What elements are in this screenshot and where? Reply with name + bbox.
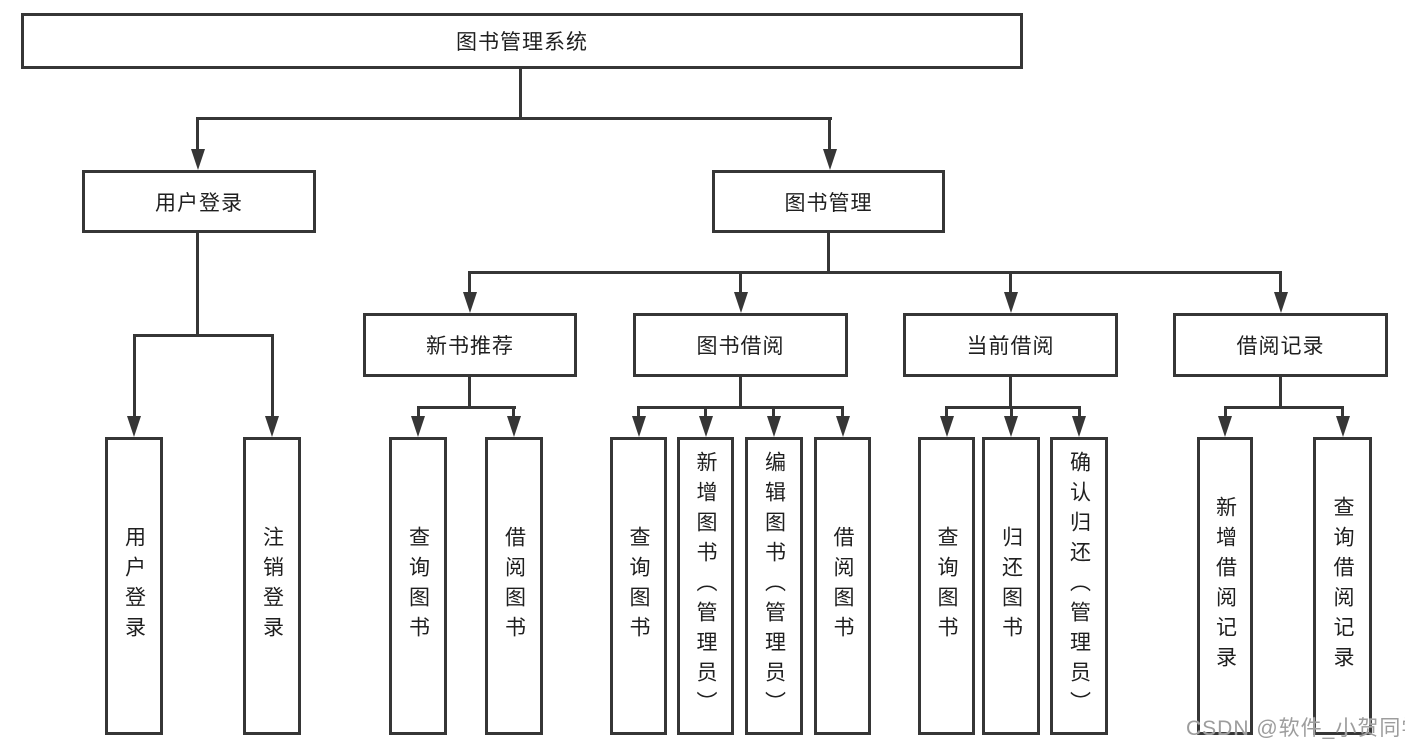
node-borrow-records-label: 借阅记录 [1236,335,1325,358]
leaf-confirm-return-admin-label: 确认归还（管理员） [1067,451,1091,721]
connector-segment [1341,406,1344,420]
leaf-query-book-3-label: 查询图书 [935,526,958,646]
arrowhead-icon [411,416,425,437]
node-book-borrow-label: 图书借阅 [696,335,785,358]
leaf-borrow-book-1: 借阅图书 [485,437,543,735]
leaf-query-book-2-label: 查询图书 [627,526,650,646]
leaf-query-borrow-record: 查询借阅记录 [1313,437,1372,735]
arrowhead-icon [836,416,850,437]
arrowhead-icon [734,292,748,313]
arrowhead-icon [265,416,279,437]
connector-segment [196,117,199,153]
arrowhead-icon [1072,416,1086,437]
connector-segment [1279,271,1282,297]
arrowhead-icon [699,416,713,437]
leaf-query-book-2: 查询图书 [610,437,667,735]
leaf-borrow-book-2-label: 借阅图书 [831,526,854,646]
connector-segment [1009,377,1012,409]
leaf-query-book-3: 查询图书 [918,437,975,735]
leaf-query-borrow-record-label: 查询借阅记录 [1331,496,1354,676]
connector-segment [417,406,420,420]
arrowhead-icon [632,416,646,437]
connector-segment [841,406,844,420]
connector-segment [133,334,136,420]
connector-segment [739,271,742,297]
node-new-book-recommend: 新书推荐 [363,313,577,377]
leaf-add-borrow-record: 新增借阅记录 [1197,437,1253,735]
node-book-borrow: 图书借阅 [633,313,848,377]
node-book-management: 图书管理 [712,170,945,233]
connector-segment [519,69,522,120]
leaf-edit-book-admin-label: 编辑图书（管理员） [762,451,786,721]
arrowhead-icon [940,416,954,437]
leaf-edit-book-admin: 编辑图书（管理员） [745,437,803,735]
arrowhead-icon [463,292,477,313]
connector-segment [133,334,274,337]
connector-segment [637,406,640,420]
leaf-query-book-1: 查询图书 [389,437,447,735]
node-current-borrow: 当前借阅 [903,313,1118,377]
leaf-user-login-label: 用户登录 [122,526,146,646]
node-root: 图书管理系统 [21,13,1023,69]
connector-segment [945,406,1081,409]
leaf-borrow-book-2: 借阅图书 [814,437,871,735]
arrowhead-icon [127,416,141,437]
leaf-logout-label: 注销登录 [260,526,284,646]
leaf-add-book-admin: 新增图书（管理员） [677,437,734,735]
connector-segment [512,406,515,420]
arrowhead-icon [507,416,521,437]
connector-segment [417,406,516,409]
watermark: CSDN @软件_小贺同学 [1186,717,1405,740]
arrowhead-icon [767,416,781,437]
connector-segment [739,377,742,409]
leaf-borrow-book-1-label: 借阅图书 [502,526,526,646]
connector-segment [1010,406,1013,420]
leaf-add-borrow-record-label: 新增借阅记录 [1213,496,1237,676]
connector-segment [196,233,199,337]
node-new-book-recommend-label: 新书推荐 [426,335,514,358]
node-user-login-label: 用户登录 [155,191,243,215]
node-book-management-label: 图书管理 [784,191,873,215]
connector-segment [1009,271,1012,297]
leaf-add-book-admin-label: 新增图书（管理员） [694,451,717,721]
leaf-return-book: 归还图书 [982,437,1040,735]
arrowhead-icon [1336,416,1350,437]
connector-segment [468,271,471,297]
connector-segment [196,117,832,120]
connector-segment [1279,377,1282,409]
node-root-label: 图书管理系统 [456,31,588,54]
connector-segment [828,117,831,153]
leaf-user-login: 用户登录 [105,437,163,735]
connector-segment [1078,406,1081,420]
arrowhead-icon [191,149,205,170]
connector-segment [271,334,274,420]
connector-segment [1224,406,1227,420]
arrowhead-icon [823,149,837,170]
node-user-login: 用户登录 [82,170,316,233]
connector-segment [772,406,775,420]
leaf-query-book-1-label: 查询图书 [406,526,430,646]
arrowhead-icon [1274,292,1288,313]
connector-segment [469,271,1282,274]
node-borrow-records: 借阅记录 [1173,313,1388,377]
connector-segment [1224,406,1344,409]
connector-segment [945,406,948,420]
arrowhead-icon [1218,416,1232,437]
connector-segment [637,406,844,409]
connector-segment [468,377,471,409]
leaf-return-book-label: 归还图书 [999,526,1023,646]
node-current-borrow-label: 当前借阅 [966,335,1055,358]
connector-segment [704,406,707,420]
connector-segment [827,233,830,274]
arrowhead-icon [1004,292,1018,313]
arrowhead-icon [1004,416,1018,437]
leaf-logout: 注销登录 [243,437,301,735]
leaf-confirm-return-admin: 确认归还（管理员） [1050,437,1108,735]
